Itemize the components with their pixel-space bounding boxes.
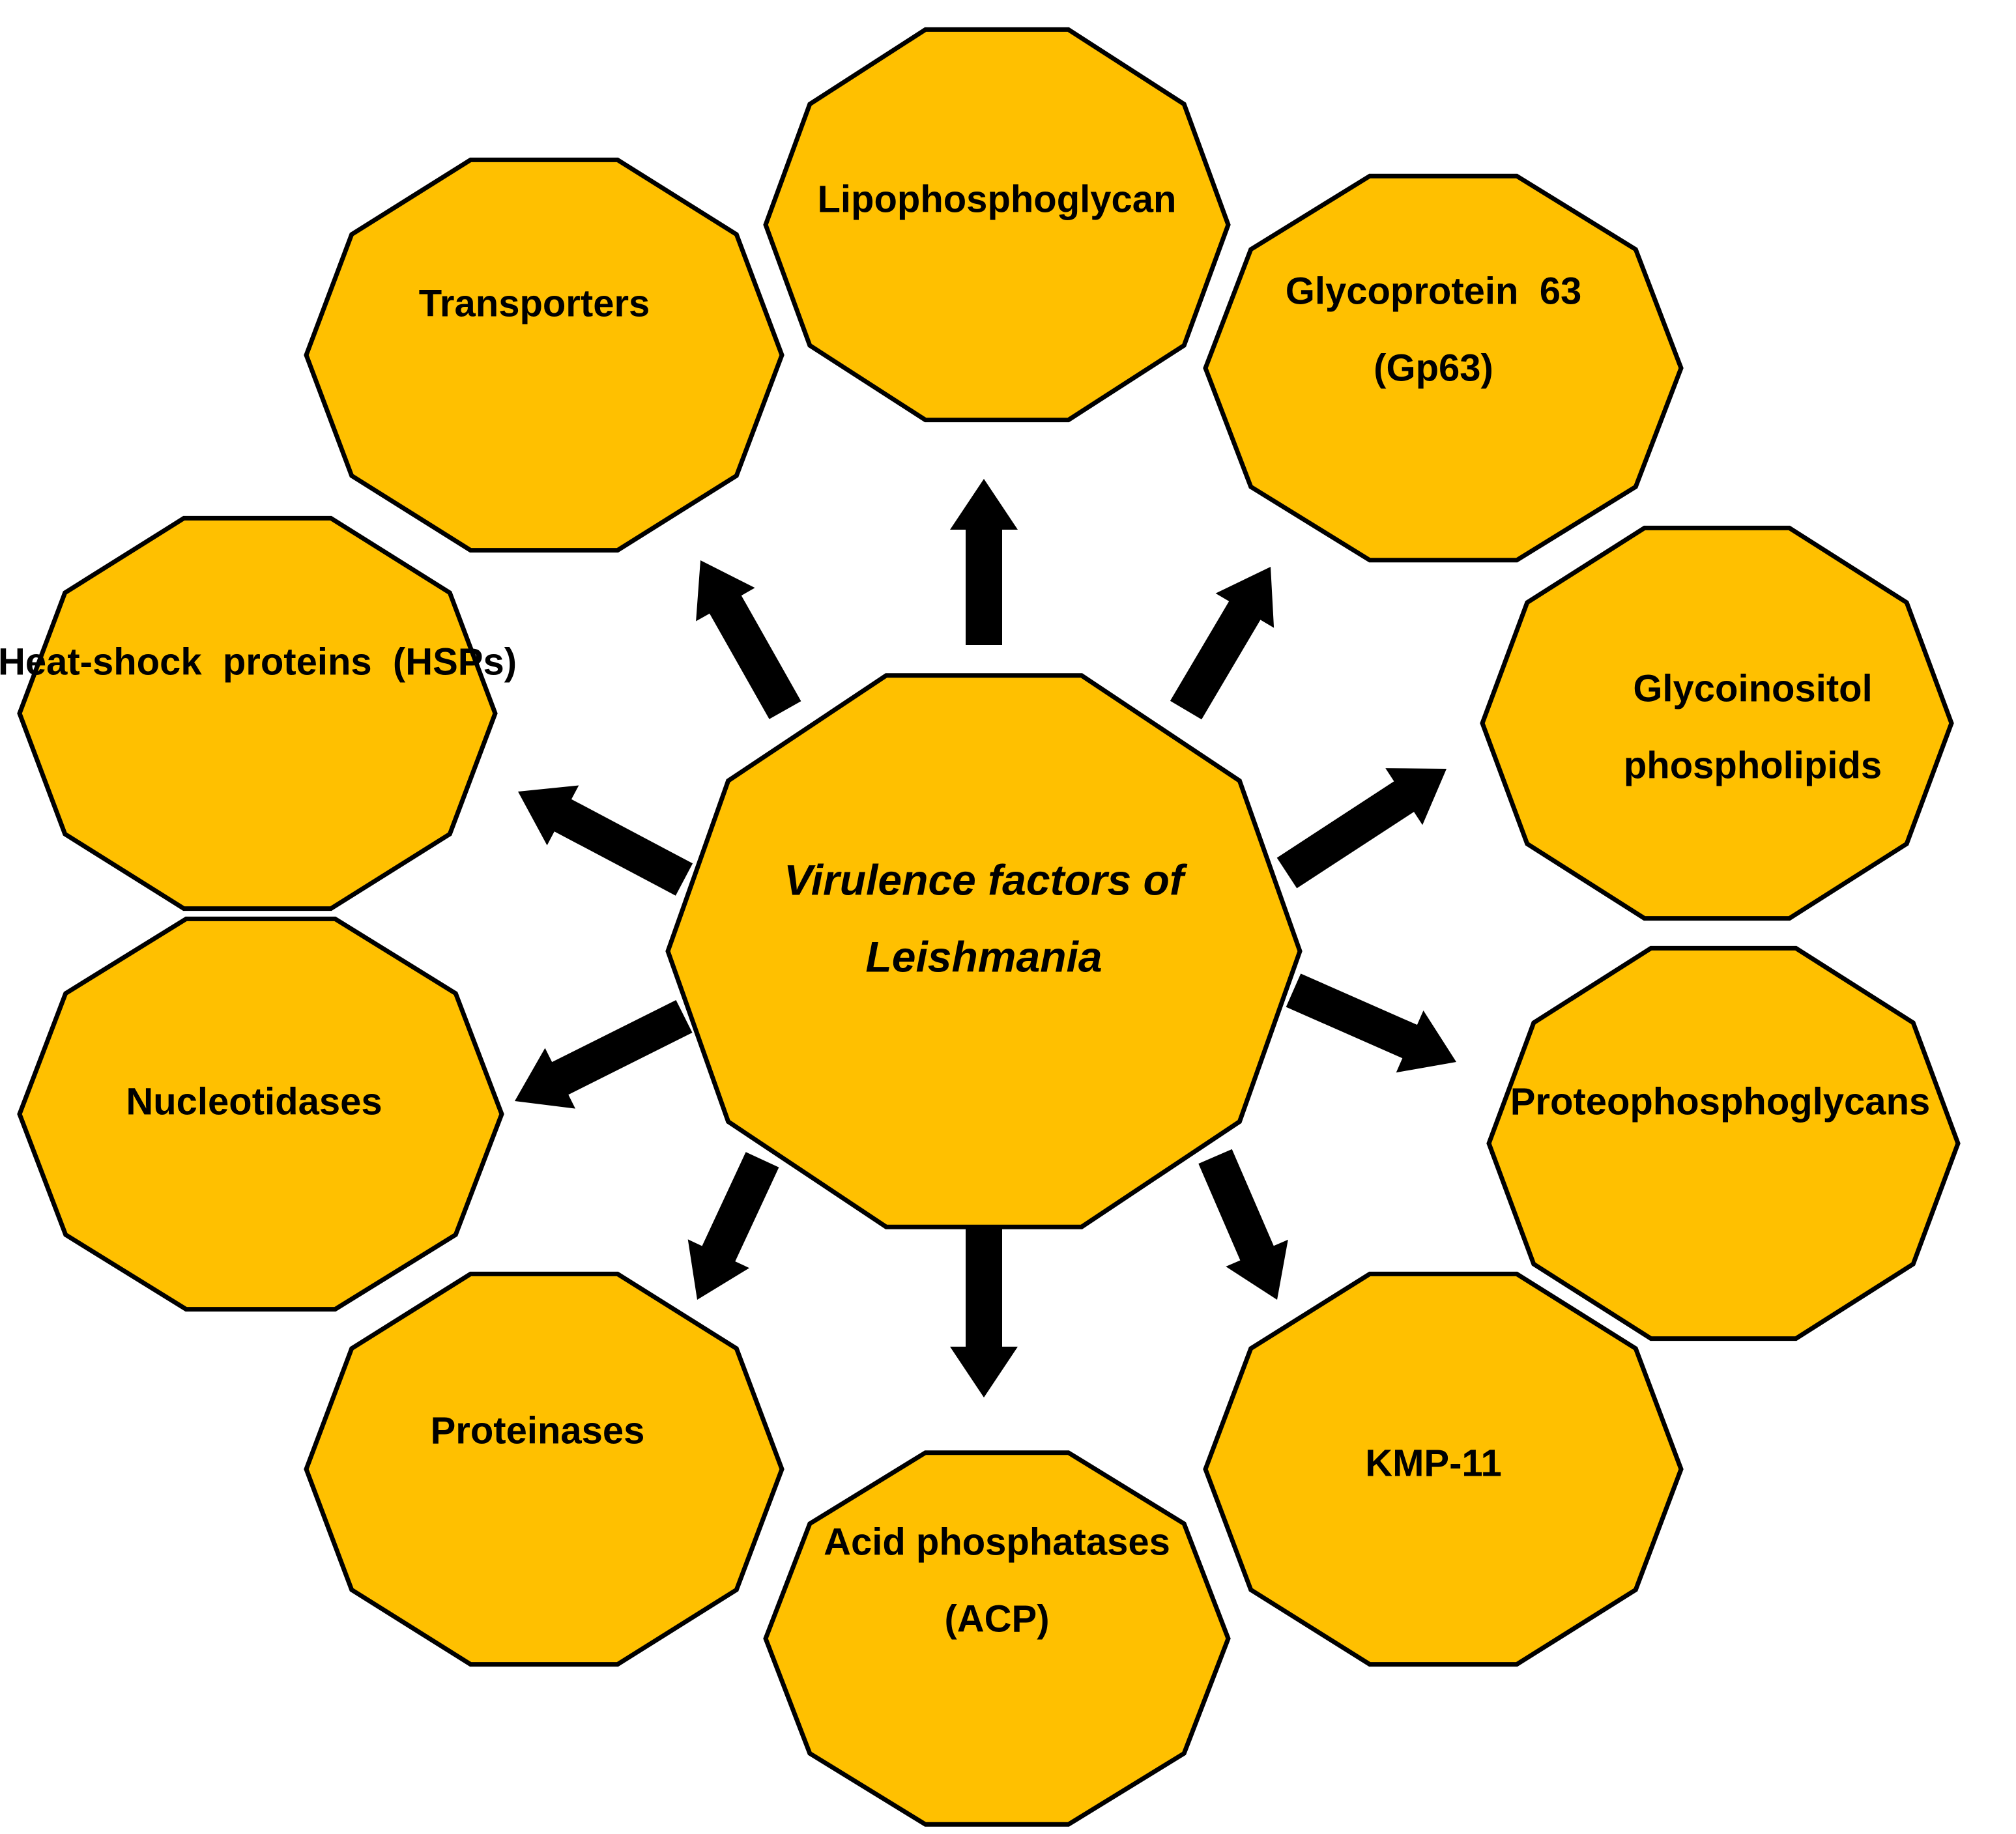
factor-glycoinositol-phospholipids-shape	[1480, 525, 1954, 921]
factor-proteophosphoglycans-label-line-1: Proteophosphoglycans	[1510, 1080, 1931, 1123]
factor-kmp-11-label-line-1: KMP-11	[1365, 1442, 1502, 1484]
arrow-proteinases	[687, 1152, 779, 1300]
arrow-glycoinositol-phospholipids	[1276, 768, 1447, 889]
arrow-acid-phosphatases	[950, 1222, 1018, 1397]
factor-acid-phosphatases-label-line-2: (ACP)	[944, 1598, 1049, 1640]
factor-proteophosphoglycans: Proteophosphoglycans	[1486, 945, 1961, 1341]
center-node-label-line-2: Leishmania	[865, 932, 1102, 981]
factor-acid-phosphatases: Acid phosphatases (ACP)	[763, 1450, 1231, 1827]
factor-acid-phosphatases-label-line-1: Acid phosphatases	[824, 1521, 1170, 1563]
factor-lipophosphoglycan: Lipophosphoglycan	[763, 27, 1231, 423]
factor-proteinases-shape	[304, 1271, 785, 1667]
factor-nucleotidases-shape	[17, 916, 504, 1312]
arrow-heat-shock-proteins	[518, 785, 693, 896]
arrow-proteophosphoglycans	[1286, 973, 1456, 1073]
factor-glycoprotein-63: Glycoprotein 63 (Gp63)	[1203, 173, 1684, 563]
factor-lipophosphoglycan-label-line-1: Lipophosphoglycan	[818, 178, 1177, 220]
arrows-layer	[515, 479, 1456, 1397]
factor-glycoinositol-phospholipids: Glycoinositol phospholipids	[1480, 525, 1954, 921]
factor-proteophosphoglycans-shape	[1486, 945, 1961, 1341]
factor-nucleotidases-label-line-1: Nucleotidases	[126, 1080, 382, 1123]
factor-kmp-11: KMP-11	[1203, 1271, 1684, 1667]
factor-glycoinositol-phospholipids-label-line-1: Glycoinositol	[1633, 667, 1872, 709]
factor-heat-shock-proteins-label-line-1: Heat-shock proteins (HSPs)	[0, 640, 517, 683]
factor-glycoinositol-phospholipids-label-line-2: phospholipids	[1624, 744, 1882, 786]
arrow-transporters	[696, 560, 801, 719]
factor-proteinases: Proteinases	[304, 1271, 785, 1667]
factor-acid-phosphatases-shape	[763, 1450, 1231, 1827]
factor-transporters-shape	[304, 157, 785, 553]
arrow-nucleotidases	[515, 1000, 693, 1109]
factor-glycoprotein-63-label-line-1: Glycoprotein 63	[1286, 270, 1581, 312]
factor-kmp-11-shape	[1203, 1271, 1684, 1667]
factor-lipophosphoglycan-shape	[763, 27, 1231, 423]
factor-glycoprotein-63-shape	[1203, 173, 1684, 563]
factor-glycoprotein-63-label-line-2: (Gp63)	[1374, 347, 1493, 389]
arrow-lipophosphoglycan	[950, 479, 1018, 645]
factor-heat-shock-proteins-shape	[17, 515, 498, 911]
factor-transporters-label-line-1: Transporters	[419, 282, 650, 324]
factor-heat-shock-proteins: Heat-shock proteins (HSPs)	[0, 515, 517, 911]
center-node-label-line-1: Virulence factors of	[784, 855, 1188, 904]
center-node-shape	[665, 673, 1303, 1229]
factor-proteinases-label-line-1: Proteinases	[431, 1409, 645, 1452]
arrow-glycoprotein-63	[1170, 567, 1274, 720]
arrow-kmp-11	[1198, 1149, 1288, 1300]
factor-nucleotidases: Nucleotidases	[17, 916, 504, 1312]
factor-transporters: Transporters	[304, 157, 785, 553]
center-node: Virulence factors of Leishmania	[665, 673, 1303, 1229]
